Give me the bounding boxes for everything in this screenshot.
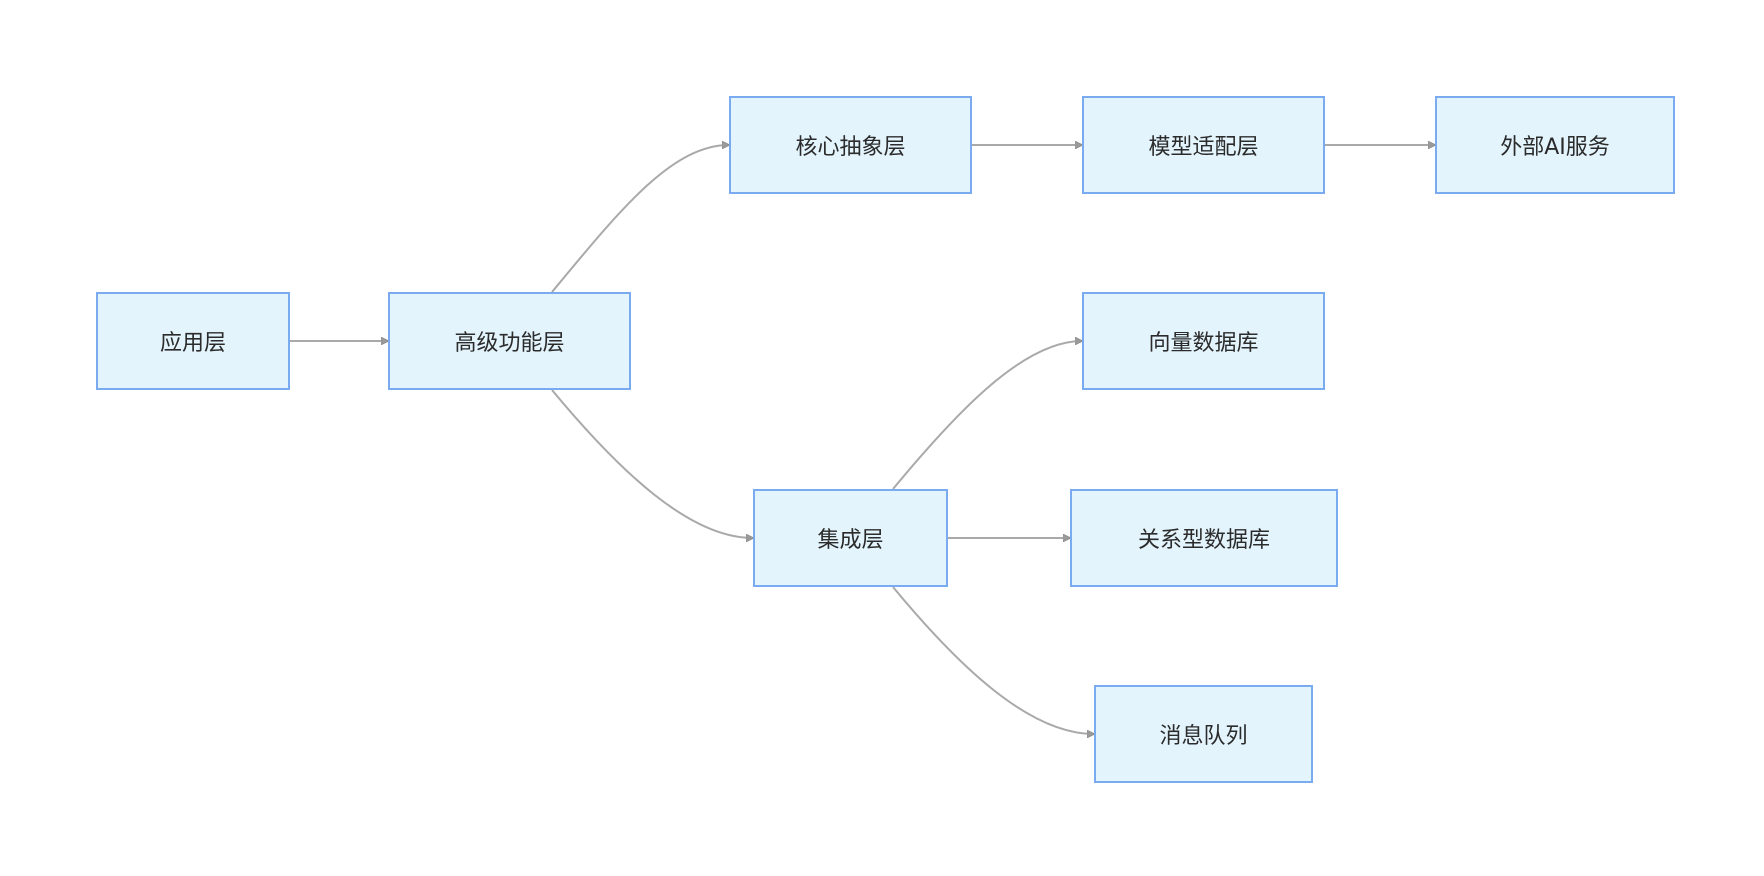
node-advanced-layer: 高级功能层 — [388, 292, 631, 390]
node-relational-database: 关系型数据库 — [1070, 489, 1338, 587]
node-integration-layer: 集成层 — [753, 489, 948, 587]
edge-advanced-to-core — [551, 145, 729, 293]
node-message-queue: 消息队列 — [1094, 685, 1313, 783]
edge-integration-to-message-queue — [892, 586, 1094, 734]
node-model-adapter-layer: 模型适配层 — [1082, 96, 1325, 194]
edge-integration-to-vector-db — [892, 341, 1082, 490]
node-app-layer: 应用层 — [96, 292, 290, 390]
edge-advanced-to-integration — [551, 389, 753, 538]
node-vector-database: 向量数据库 — [1082, 292, 1325, 390]
node-external-ai-service: 外部AI服务 — [1435, 96, 1675, 194]
node-core-abstraction-layer: 核心抽象层 — [729, 96, 972, 194]
